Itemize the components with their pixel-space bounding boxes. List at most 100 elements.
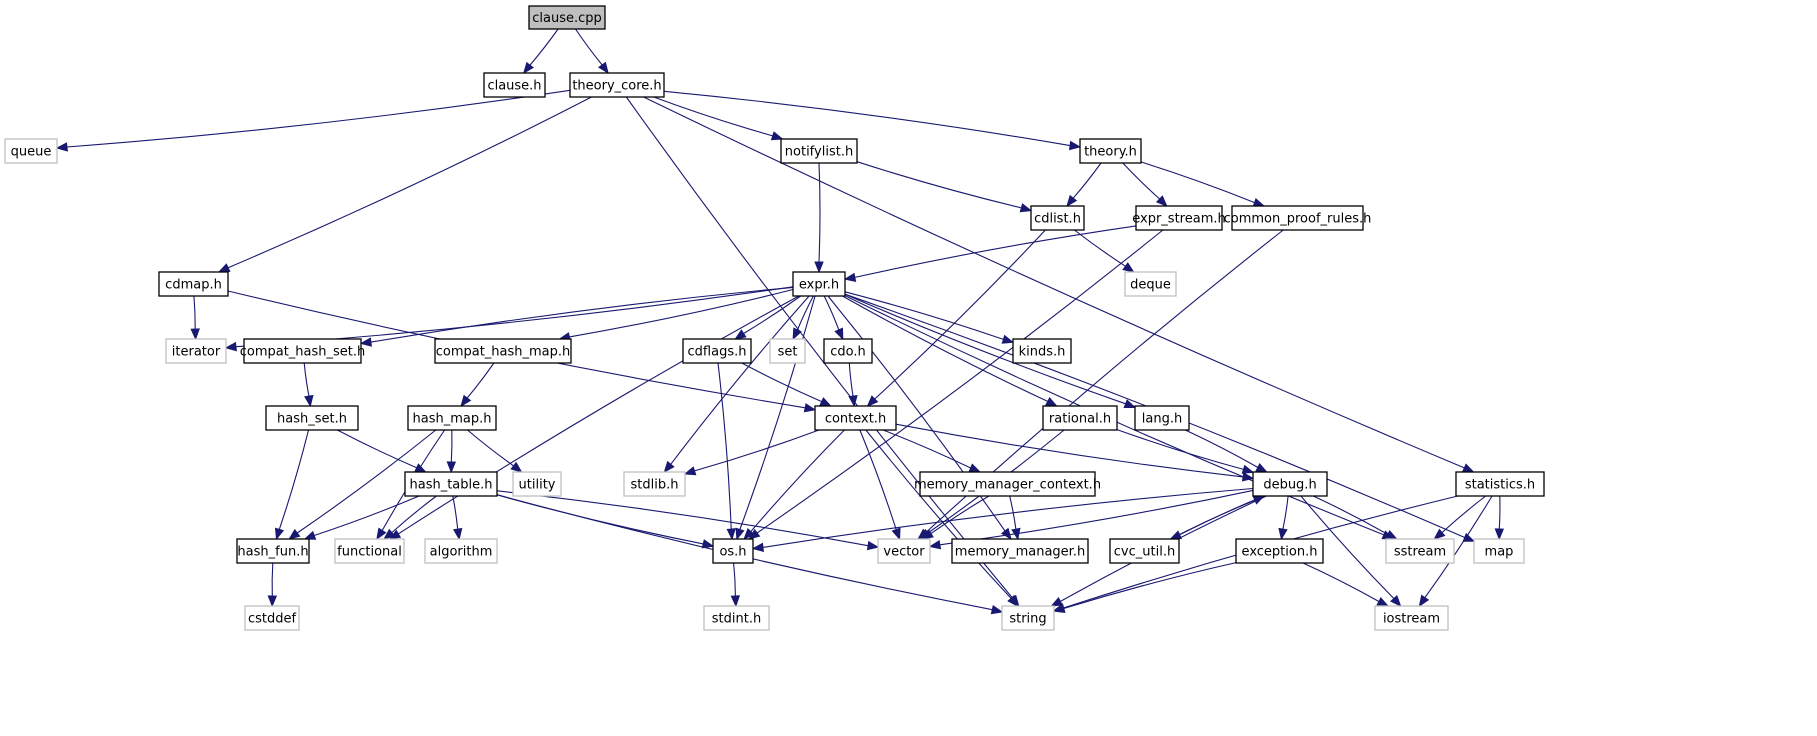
node-box[interactable] bbox=[265, 405, 359, 431]
node-box[interactable] bbox=[1030, 205, 1085, 231]
edge-line bbox=[842, 295, 1048, 402]
edge-hash_table_h-to-hash_fun_h bbox=[303, 495, 420, 540]
node-box[interactable] bbox=[792, 271, 846, 297]
arrowhead-icon bbox=[1252, 198, 1266, 207]
node-clause-cpp[interactable]: clause.cpp bbox=[528, 5, 606, 30]
edge-line bbox=[739, 295, 816, 530]
node-memory-manager-h[interactable]: memory_manager.h bbox=[951, 538, 1089, 564]
node-label: functional bbox=[337, 545, 402, 560]
node-box[interactable] bbox=[1042, 405, 1118, 431]
edge-debug_h-to-sstream bbox=[1313, 495, 1398, 540]
node-expr-stream-h[interactable]: expr_stream.h bbox=[1132, 205, 1226, 231]
node-box[interactable] bbox=[1012, 338, 1072, 364]
arrowhead-icon bbox=[1241, 464, 1255, 474]
node-box[interactable] bbox=[528, 5, 606, 30]
node-kinds-h[interactable]: kinds.h bbox=[1012, 338, 1072, 364]
edge-cdflags_h-to-os_h bbox=[717, 362, 736, 541]
node-box[interactable] bbox=[1135, 205, 1223, 231]
arrowhead-icon bbox=[224, 341, 237, 352]
edge-expr_h-to-set bbox=[792, 295, 814, 341]
node-statistics-h[interactable]: statistics.h bbox=[1455, 471, 1545, 497]
node-box[interactable] bbox=[1134, 405, 1190, 431]
arrowhead-icon bbox=[743, 528, 755, 540]
node-box[interactable] bbox=[780, 138, 858, 164]
node-box[interactable] bbox=[1079, 138, 1142, 164]
edge-line bbox=[694, 429, 820, 472]
edge-line bbox=[663, 90, 1071, 147]
node-box[interactable] bbox=[407, 405, 497, 431]
edge-line bbox=[1302, 562, 1380, 602]
edge-line bbox=[796, 295, 814, 331]
edge-line bbox=[314, 495, 420, 537]
node-box[interactable] bbox=[712, 538, 754, 564]
node-notifylist-h[interactable]: notifylist.h bbox=[780, 138, 858, 164]
node-algorithm: algorithm bbox=[424, 538, 498, 564]
node-exception-h[interactable]: exception.h bbox=[1235, 538, 1324, 564]
edge-context_h-to-string bbox=[865, 429, 1019, 608]
arrowhead-icon bbox=[55, 142, 68, 152]
edge-context_h-to-debug_h bbox=[895, 423, 1255, 482]
node-os-h[interactable]: os.h bbox=[712, 538, 754, 564]
node-box[interactable] bbox=[434, 338, 572, 364]
node-theory-h[interactable]: theory.h bbox=[1079, 138, 1142, 164]
node-label: cdmap.h bbox=[165, 278, 222, 293]
node-box[interactable] bbox=[682, 338, 752, 364]
node-box bbox=[623, 471, 686, 497]
node-label: statistics.h bbox=[1465, 478, 1535, 493]
node-box[interactable] bbox=[814, 405, 897, 431]
edge-line bbox=[895, 423, 1244, 478]
node-cvc-util-h[interactable]: cvc_util.h bbox=[1109, 538, 1180, 564]
node-box[interactable] bbox=[243, 338, 362, 364]
node-label: exception.h bbox=[1242, 545, 1318, 560]
node-box[interactable] bbox=[919, 471, 1096, 497]
node-cdflags-h[interactable]: cdflags.h bbox=[682, 338, 752, 364]
node-hash-set-h[interactable]: hash_set.h bbox=[265, 405, 359, 431]
arrowhead-icon bbox=[735, 527, 745, 541]
node-cdmap-h[interactable]: cdmap.h bbox=[158, 271, 229, 297]
node-box[interactable] bbox=[404, 471, 498, 497]
node-box[interactable] bbox=[236, 538, 310, 564]
edge-line bbox=[452, 495, 459, 530]
node-functional: functional bbox=[334, 538, 405, 564]
node-compat-hash-map-h[interactable]: compat_hash_map.h bbox=[434, 338, 572, 364]
node-label: debug.h bbox=[1263, 478, 1316, 493]
node-theory-core-h[interactable]: theory_core.h bbox=[569, 72, 665, 98]
node-clause-h[interactable]: clause.h bbox=[483, 72, 546, 98]
node-rational-h[interactable]: rational.h bbox=[1042, 405, 1118, 431]
node-hash-map-h[interactable]: hash_map.h bbox=[407, 405, 497, 431]
node-debug-h[interactable]: debug.h bbox=[1252, 471, 1328, 497]
node-box[interactable] bbox=[1231, 205, 1364, 231]
node-box[interactable] bbox=[1455, 471, 1545, 497]
node-box[interactable] bbox=[569, 72, 665, 98]
node-box[interactable] bbox=[1252, 471, 1328, 497]
node-box[interactable] bbox=[158, 271, 229, 297]
arrowhead-icon bbox=[383, 528, 396, 540]
node-hash-fun-h[interactable]: hash_fun.h bbox=[236, 538, 310, 564]
node-memory-manager-context-h[interactable]: memory_manager_context.h bbox=[914, 471, 1101, 497]
node-box bbox=[703, 605, 770, 631]
arrowhead-icon bbox=[1001, 334, 1015, 344]
arrowhead-icon bbox=[1019, 203, 1033, 213]
node-sstream: sstream bbox=[1385, 538, 1455, 564]
edge-hash_map_h-to-hash_table_h bbox=[446, 429, 457, 474]
node-label: map bbox=[1485, 545, 1514, 560]
node-cdo-h[interactable]: cdo.h bbox=[823, 338, 873, 364]
edge-line bbox=[741, 362, 822, 403]
edge-line bbox=[854, 225, 1137, 278]
node-cdlist-h[interactable]: cdlist.h bbox=[1030, 205, 1085, 231]
node-lang-h[interactable]: lang.h bbox=[1134, 405, 1190, 431]
node-hash-table-h[interactable]: hash_table.h bbox=[404, 471, 498, 497]
node-box[interactable] bbox=[1235, 538, 1324, 564]
node-box[interactable] bbox=[483, 72, 546, 98]
node-common-proof-rules-h[interactable]: common_proof_rules.h bbox=[1224, 205, 1372, 231]
edge-hash_map_h-to-utility bbox=[467, 429, 523, 473]
node-compat-hash-set-h[interactable]: compat_hash_set.h bbox=[240, 338, 366, 364]
arrowhead-icon bbox=[843, 272, 857, 283]
node-box[interactable] bbox=[823, 338, 873, 364]
node-context-h[interactable]: context.h bbox=[814, 405, 897, 431]
node-box[interactable] bbox=[1109, 538, 1180, 564]
arrowhead-icon bbox=[1050, 597, 1063, 607]
node-label: sstream bbox=[1394, 545, 1446, 560]
node-box[interactable] bbox=[951, 538, 1089, 564]
node-expr-h[interactable]: expr.h bbox=[792, 271, 846, 297]
